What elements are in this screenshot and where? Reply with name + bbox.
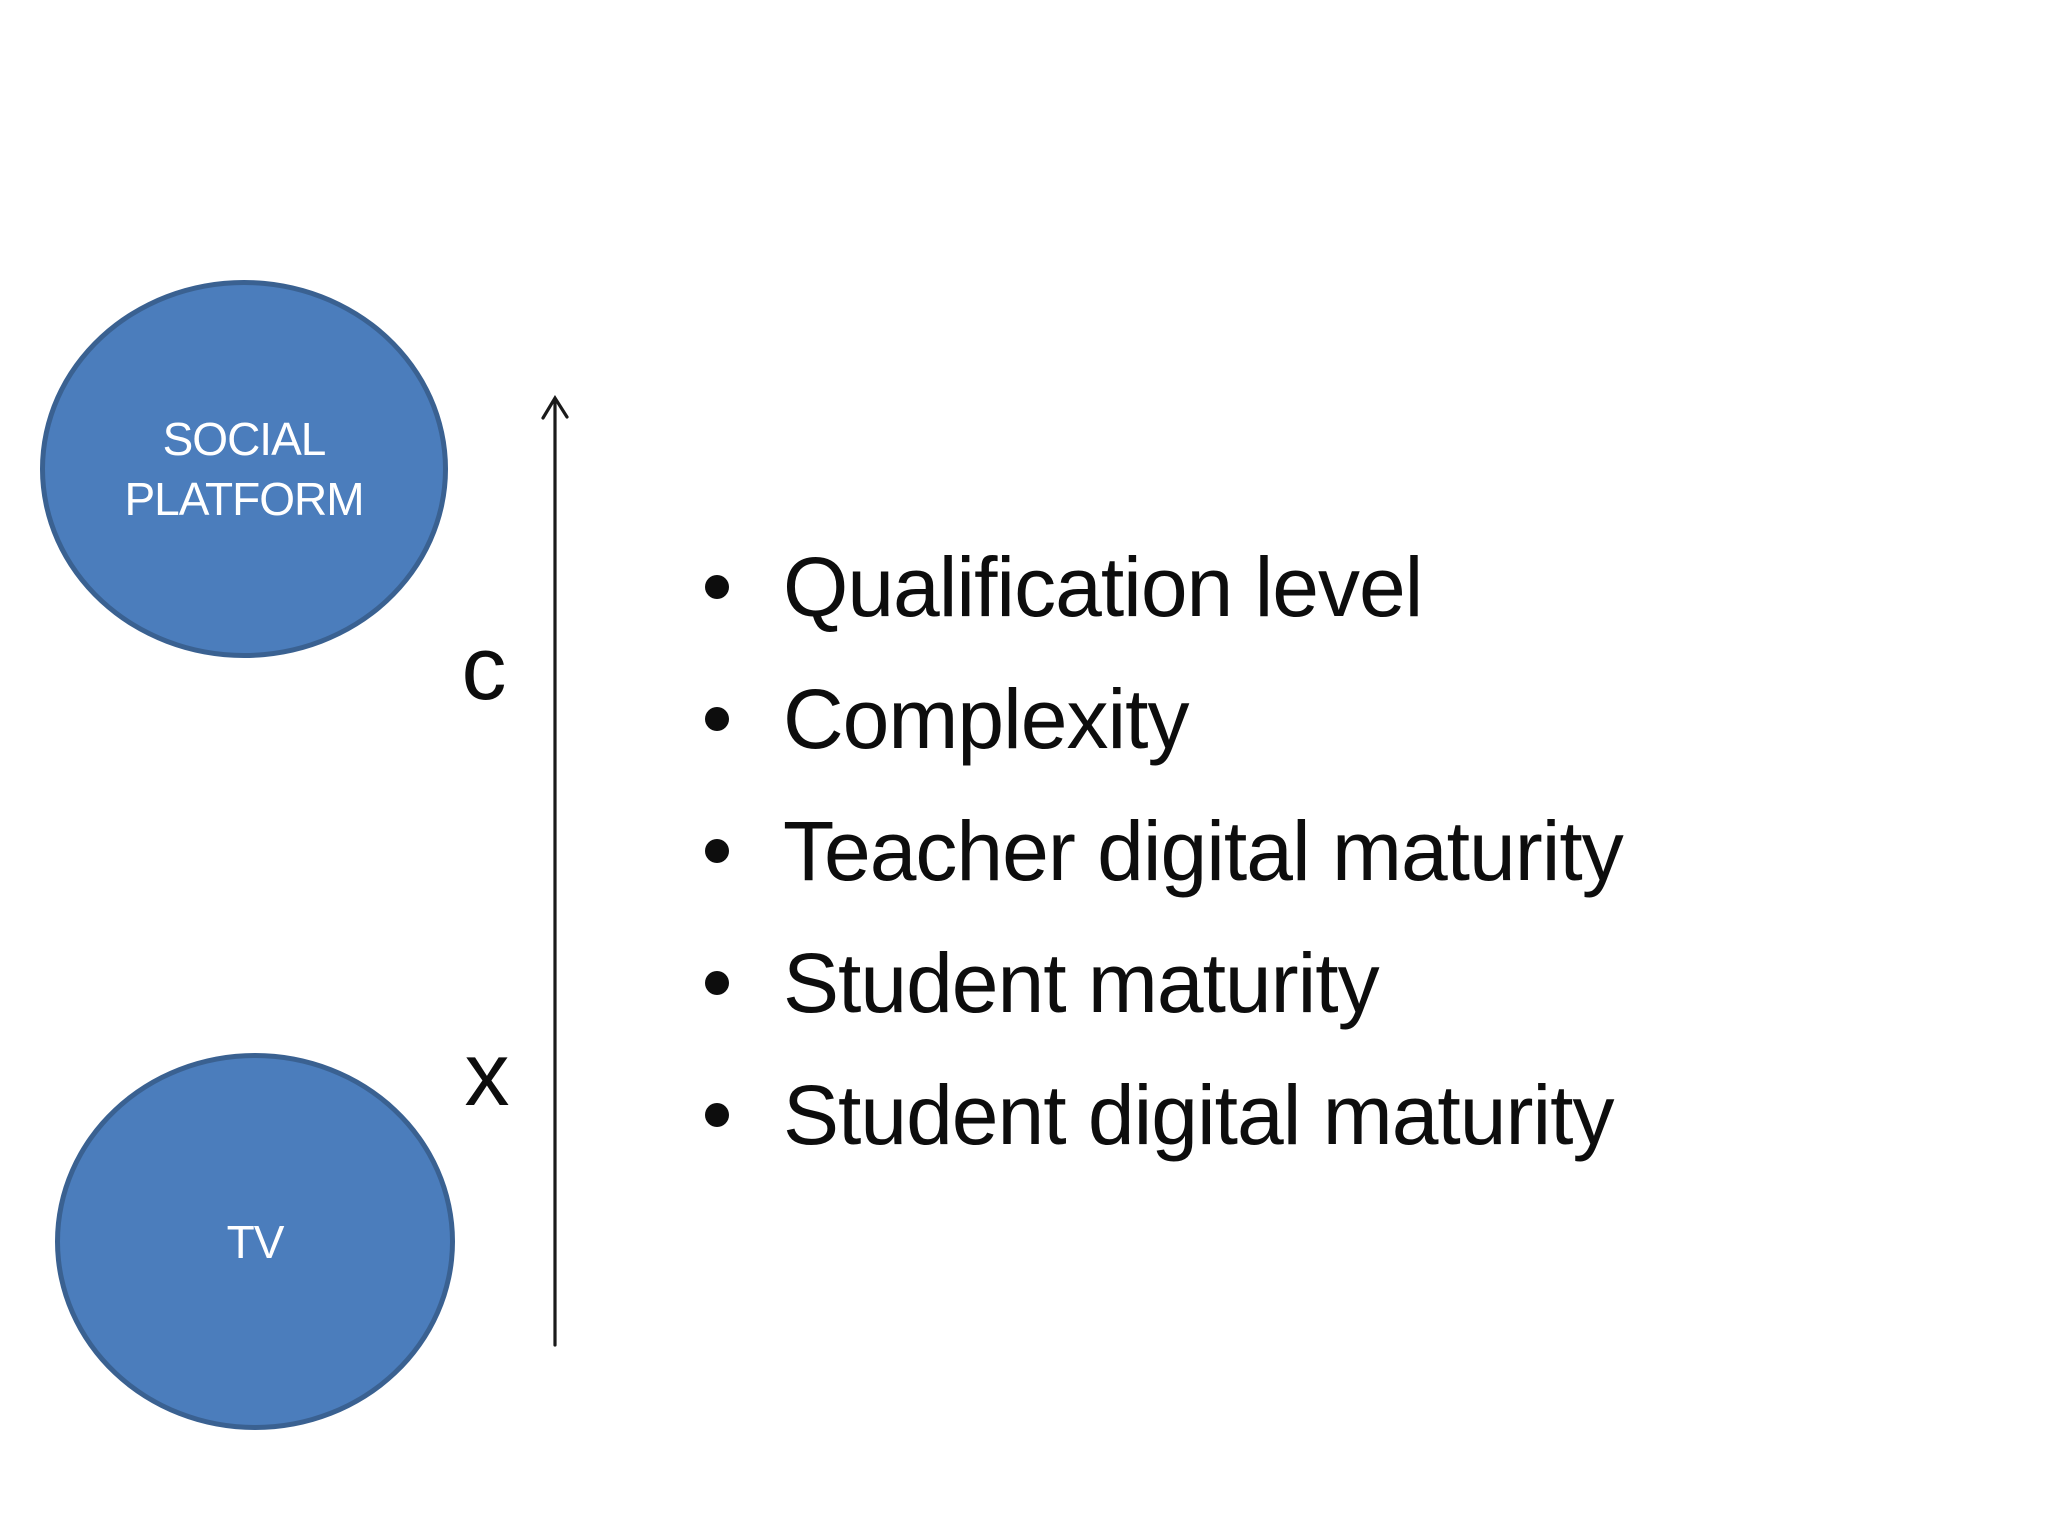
bullet-text: Student digital maturity bbox=[783, 1067, 1614, 1162]
list-item: Complexity bbox=[705, 653, 1623, 785]
bullet-dot-icon bbox=[705, 707, 729, 731]
list-item: Teacher digital maturity bbox=[705, 785, 1624, 917]
bullet-dot-icon bbox=[705, 839, 729, 863]
axis-label-x: x bbox=[464, 1025, 510, 1125]
bullet-text: Teacher digital maturity bbox=[783, 803, 1624, 898]
bullet-text: Complexity bbox=[783, 671, 1189, 766]
bullet-text: Student maturity bbox=[783, 935, 1380, 1030]
tv-circle: TV bbox=[55, 1053, 455, 1430]
social-platform-label: SOCIAL PLATFORM bbox=[124, 413, 364, 525]
bullet-dot-icon bbox=[705, 575, 729, 599]
axis-label-c: c bbox=[461, 619, 507, 719]
bullet-list: Qualification level Complexity Teacher d… bbox=[705, 521, 1624, 1181]
list-item: Student maturity bbox=[705, 917, 1623, 1049]
list-item: Qualification level bbox=[705, 521, 1623, 653]
social-platform-circle: SOCIAL PLATFORM bbox=[40, 280, 448, 658]
list-item: Student digital maturity bbox=[705, 1049, 1623, 1181]
tv-label: TV bbox=[226, 1215, 285, 1268]
bullet-text: Qualification level bbox=[783, 539, 1423, 634]
vertical-axis-arrow-icon bbox=[541, 394, 569, 1347]
bullet-dot-icon bbox=[705, 1103, 729, 1127]
arrow-head-icon bbox=[541, 394, 569, 420]
bullet-dot-icon bbox=[705, 971, 729, 995]
